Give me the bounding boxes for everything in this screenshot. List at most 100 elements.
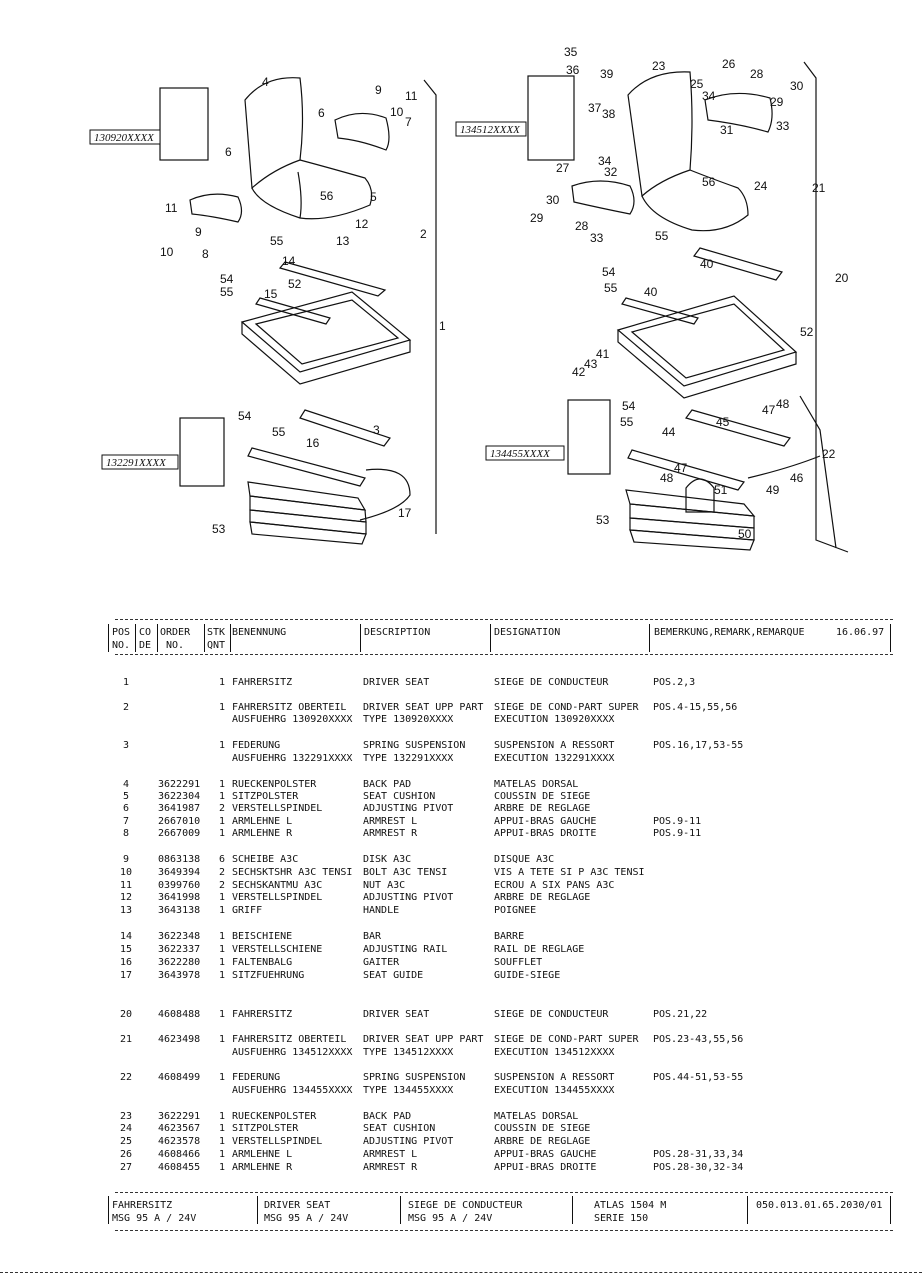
header-bottom-rule	[115, 654, 893, 655]
callout: 23	[652, 59, 666, 73]
type-plate-card	[527, 75, 575, 161]
callout: 5	[370, 190, 377, 204]
callout: 26	[722, 57, 736, 71]
callout: 45	[716, 415, 730, 429]
col-co: CO	[139, 627, 152, 638]
callout: 35	[564, 45, 578, 59]
callout: 51	[714, 483, 728, 497]
footer-bottom-rule	[115, 1230, 893, 1231]
callout: 47	[674, 461, 688, 475]
right-callouts: 35 36 39 23 26 28 30 37 38 25 34 29 31 3…	[530, 45, 849, 541]
callout: 12	[355, 217, 369, 231]
col-remarks: BEMERKUNG,REMARK,REMARQUE	[654, 627, 805, 638]
callout: 33	[776, 119, 790, 133]
callout: 37	[588, 101, 602, 115]
callout: 7	[405, 115, 412, 129]
callout: 42	[572, 365, 586, 379]
callout: 36	[566, 63, 580, 77]
callout: 55	[604, 281, 618, 295]
header-date: 16.06.97	[836, 627, 885, 638]
callout: 54	[622, 399, 636, 413]
col-qnt: QNT	[207, 640, 226, 651]
callout: 48	[776, 397, 790, 411]
callout: 11	[405, 89, 418, 103]
callout: 6	[225, 145, 232, 159]
col-pos: POS	[112, 627, 131, 638]
footer-machine: ATLAS 1504 M	[594, 1200, 667, 1211]
footer-top-rule	[115, 1192, 893, 1193]
callout: 54	[220, 272, 234, 286]
col-designation: DESIGNATION	[494, 627, 561, 638]
callout: 10	[390, 105, 404, 119]
callout: 16	[306, 436, 320, 450]
callout: 20	[835, 271, 849, 285]
col-no: NO.	[112, 640, 131, 651]
callout: 2	[420, 227, 427, 241]
callout: 32	[604, 165, 618, 179]
col-description: DESCRIPTION	[364, 627, 431, 638]
callout: 21	[812, 181, 826, 195]
left-callouts: 4 6 9 11 10 7 6 56 5 12 55 13 11 9 10 8 …	[160, 75, 446, 536]
callout: 17	[398, 506, 412, 520]
callout: 27	[556, 161, 570, 175]
callout: 33	[590, 231, 604, 245]
footer-fr-title: SIEGE DE CONDUCTEUR	[408, 1200, 523, 1211]
type-label-134455: 134455XXXX	[490, 448, 551, 460]
callout: 40	[644, 285, 658, 299]
type-label-132291: 132291XXXX	[106, 457, 167, 469]
col-de: DE	[139, 640, 152, 651]
page-footer: FAHRERSITZ MSG 95 A / 24V DRIVER SEAT MS…	[106, 1195, 896, 1231]
type-plate-card	[567, 399, 611, 475]
callout: 31	[720, 123, 734, 137]
callout: 44	[662, 425, 676, 439]
callout: 40	[700, 257, 714, 271]
callout: 6	[318, 106, 325, 120]
footer-doc-number: 050.013.01.65.2030/01	[756, 1200, 883, 1211]
callout: 54	[602, 265, 616, 279]
callout: 28	[575, 219, 589, 233]
callout: 10	[160, 245, 174, 259]
callout: 22	[822, 447, 836, 461]
callout: 43	[584, 357, 598, 371]
callout: 25	[690, 77, 704, 91]
callout: 24	[754, 179, 768, 193]
callout: 29	[530, 211, 544, 225]
callout: 56	[320, 189, 334, 203]
callout: 14	[282, 254, 296, 268]
callout: 4	[262, 75, 269, 89]
callout: 41	[596, 347, 610, 361]
callout: 48	[660, 471, 674, 485]
callout: 55	[220, 285, 234, 299]
callout: 34	[598, 154, 612, 168]
callout: 34	[702, 89, 716, 103]
callout: 38	[602, 107, 616, 121]
callout: 30	[546, 193, 560, 207]
type-label-130920: 130920XXXX	[94, 132, 155, 144]
col-order-no: NO.	[166, 640, 185, 651]
footer-de-model: MSG 95 A / 24V	[112, 1213, 197, 1224]
callout: 52	[800, 325, 814, 339]
parts-table-header: POS NO. CO DE ORDER NO. STK QNT BENENNUN…	[106, 624, 896, 654]
callout: 9	[195, 225, 202, 239]
armrest-shape	[334, 112, 390, 151]
